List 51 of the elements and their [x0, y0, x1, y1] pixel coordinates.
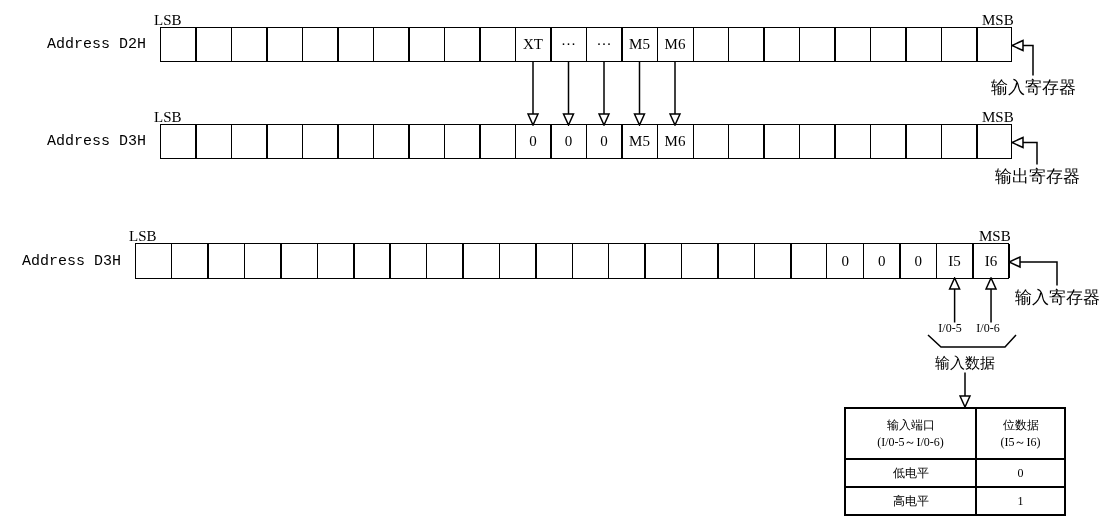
table-cell: 低电平 [845, 459, 976, 487]
arrow [598, 60, 610, 126]
bit-cell: ··· [550, 28, 587, 61]
arrow [948, 277, 961, 324]
arrow [985, 277, 997, 324]
register-bar [135, 243, 1009, 279]
bit-order-label: MSB [982, 109, 1014, 126]
bit-cell: 0 [585, 125, 623, 158]
bit-order-label: LSB [154, 12, 182, 29]
callout-label: 输入寄存器 [990, 75, 1076, 99]
arrow [1011, 136, 1038, 166]
bit-cell: M5 [621, 125, 658, 158]
bit-cell: 0 [514, 125, 552, 158]
callout-label: I/0-6 [976, 320, 1000, 336]
arrow [527, 60, 539, 126]
table-cell: 1 [976, 487, 1065, 515]
bit-order-label: LSB [129, 228, 157, 245]
bit-cell: 0 [899, 244, 938, 278]
data-table [844, 407, 1066, 516]
table-cell: 位数据 (I5～I6) [976, 408, 1065, 459]
bit-order-label: MSB [979, 228, 1011, 245]
callout-label: I/0-5 [938, 320, 962, 336]
arrow [633, 60, 646, 126]
register-bar [160, 27, 1012, 62]
bit-cell: 0 [862, 244, 901, 278]
callout-label: 输入寄存器 [1014, 285, 1100, 309]
bit-cell: M6 [656, 28, 694, 61]
arrow [1011, 39, 1034, 77]
arrow [959, 371, 971, 408]
bit-cell: 0 [550, 125, 587, 158]
bit-cell: I5 [935, 244, 974, 278]
bit-order-label: LSB [154, 109, 182, 126]
arrow [562, 60, 575, 126]
bit-cell: M6 [656, 125, 694, 158]
table-cell: 高电平 [845, 487, 976, 515]
register-bar [160, 124, 1012, 159]
bit-order-label: MSB [982, 12, 1014, 29]
bit-cell: XT [514, 28, 552, 61]
address-label: Address D3H [22, 252, 122, 270]
arrow [669, 60, 681, 126]
table-cell: 0 [976, 459, 1065, 487]
bit-cell: ··· [585, 28, 623, 61]
bit-cell: I6 [972, 244, 1010, 278]
address-label: Address D2H [47, 36, 147, 53]
bit-cell: 0 [826, 244, 865, 278]
bit-cell: M5 [621, 28, 658, 61]
callout-label: 输出寄存器 [994, 164, 1080, 188]
address-label: Address D3H [47, 133, 147, 150]
table-cell: 输入端口 (I/0-5～I/0-6) [845, 408, 976, 459]
callout-label: 输入数据 [935, 353, 995, 373]
arrow [1008, 256, 1058, 287]
